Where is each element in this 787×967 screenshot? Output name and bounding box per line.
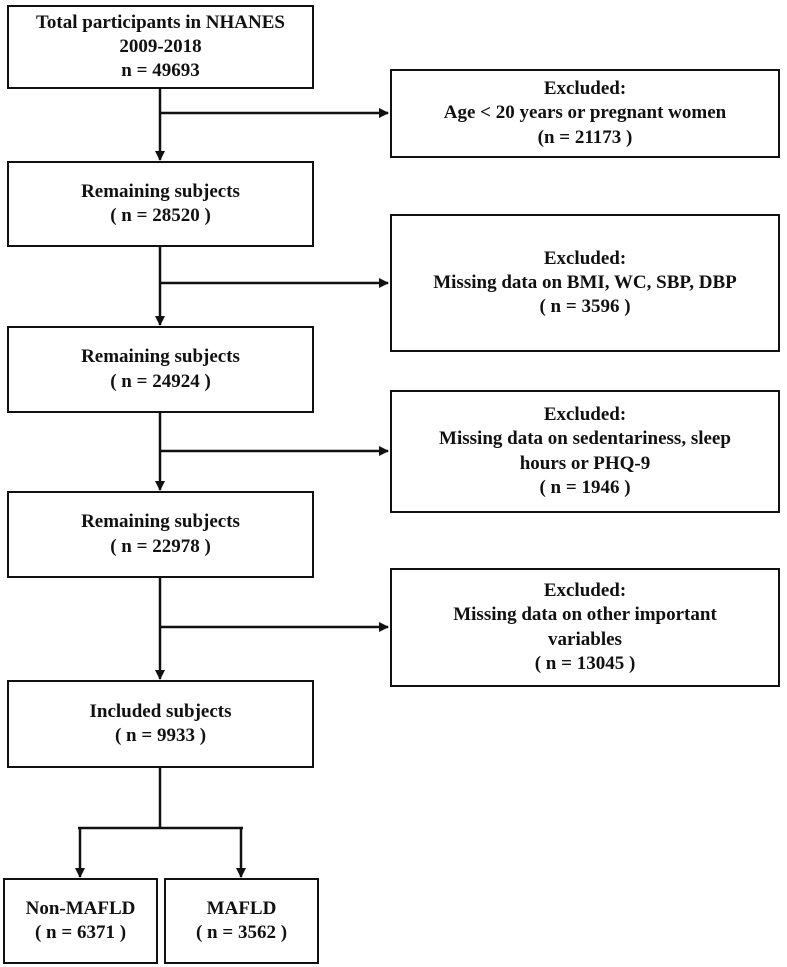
box-text-line: Excluded:	[543, 247, 627, 269]
remaining-subjects-box-2: Remaining subjects( n = 24924 )	[7, 326, 314, 413]
box-text-line: Missing data on other important	[453, 604, 717, 626]
excluded-box-3: Excluded: Missing data on sedentariness, …	[390, 390, 780, 513]
box-text-line: ( n = 1946 )	[539, 476, 631, 498]
box-text-line: hours or PHQ-9	[519, 452, 651, 474]
box-text-line: n = 49693	[121, 60, 200, 82]
excluded-box-1: Excluded:Age < 20 years or pregnant wome…	[390, 69, 780, 158]
box-text-line: Excluded:	[543, 78, 627, 100]
remaining-subjects-box-3: Remaining subjects( n = 22978 )	[7, 491, 314, 578]
box-text-line: variables	[548, 628, 622, 650]
box-text-line: ( n = 9933 )	[114, 725, 207, 746]
box-text-line: (n = 21173 )	[537, 126, 633, 148]
remaining-subjects-box-1: Remaining subjects ( n = 28520 )	[7, 161, 314, 247]
box-text-line: ( n = 22978 )	[110, 535, 211, 557]
box-text-line: ( n = 28520 )	[110, 205, 211, 226]
box-text-line: Remaining subjects	[81, 511, 240, 533]
box-text-line: ( n = 3596 )	[539, 296, 631, 318]
box-text-line: Total participants in NHANES	[36, 11, 285, 33]
box-text-line: Missing data on sedentariness, sleep	[439, 428, 731, 450]
mafld-box: MAFLD ( n = 3562 )	[164, 878, 319, 964]
box-text-line: 2009-2018	[119, 35, 202, 57]
box-text-line: Included subjects	[89, 700, 232, 722]
box-text-line: Non-MAFLD	[25, 897, 136, 919]
box-text-line: Remaining subjects	[81, 180, 240, 202]
excluded-box-4: Excluded: Missing data on other important…	[390, 568, 780, 687]
included-subjects-box: Included subjects ( n = 9933 )	[7, 680, 314, 768]
box-text-line: MAFLD	[206, 897, 277, 919]
box-text-line: Excluded:	[543, 579, 627, 601]
box-text-line: ( n = 6371 )	[34, 922, 127, 943]
box-text-line: Missing data on BMI, WC, SBP, DBP	[433, 271, 737, 293]
box-text-line: ( n = 3562 )	[195, 922, 288, 943]
box-text-line: Excluded:	[543, 403, 627, 425]
box-text-line: Age < 20 years or pregnant women	[443, 102, 727, 124]
box-text-line: ( n = 13045 )	[534, 652, 636, 674]
box-text-line: ( n = 24924 )	[110, 370, 211, 392]
box-text-line: Remaining subjects	[81, 346, 240, 368]
non-mafld-box: Non-MAFLD ( n = 6371 )	[3, 878, 158, 964]
excluded-box-2: Excluded:Missing data on BMI, WC, SBP, D…	[390, 214, 780, 352]
